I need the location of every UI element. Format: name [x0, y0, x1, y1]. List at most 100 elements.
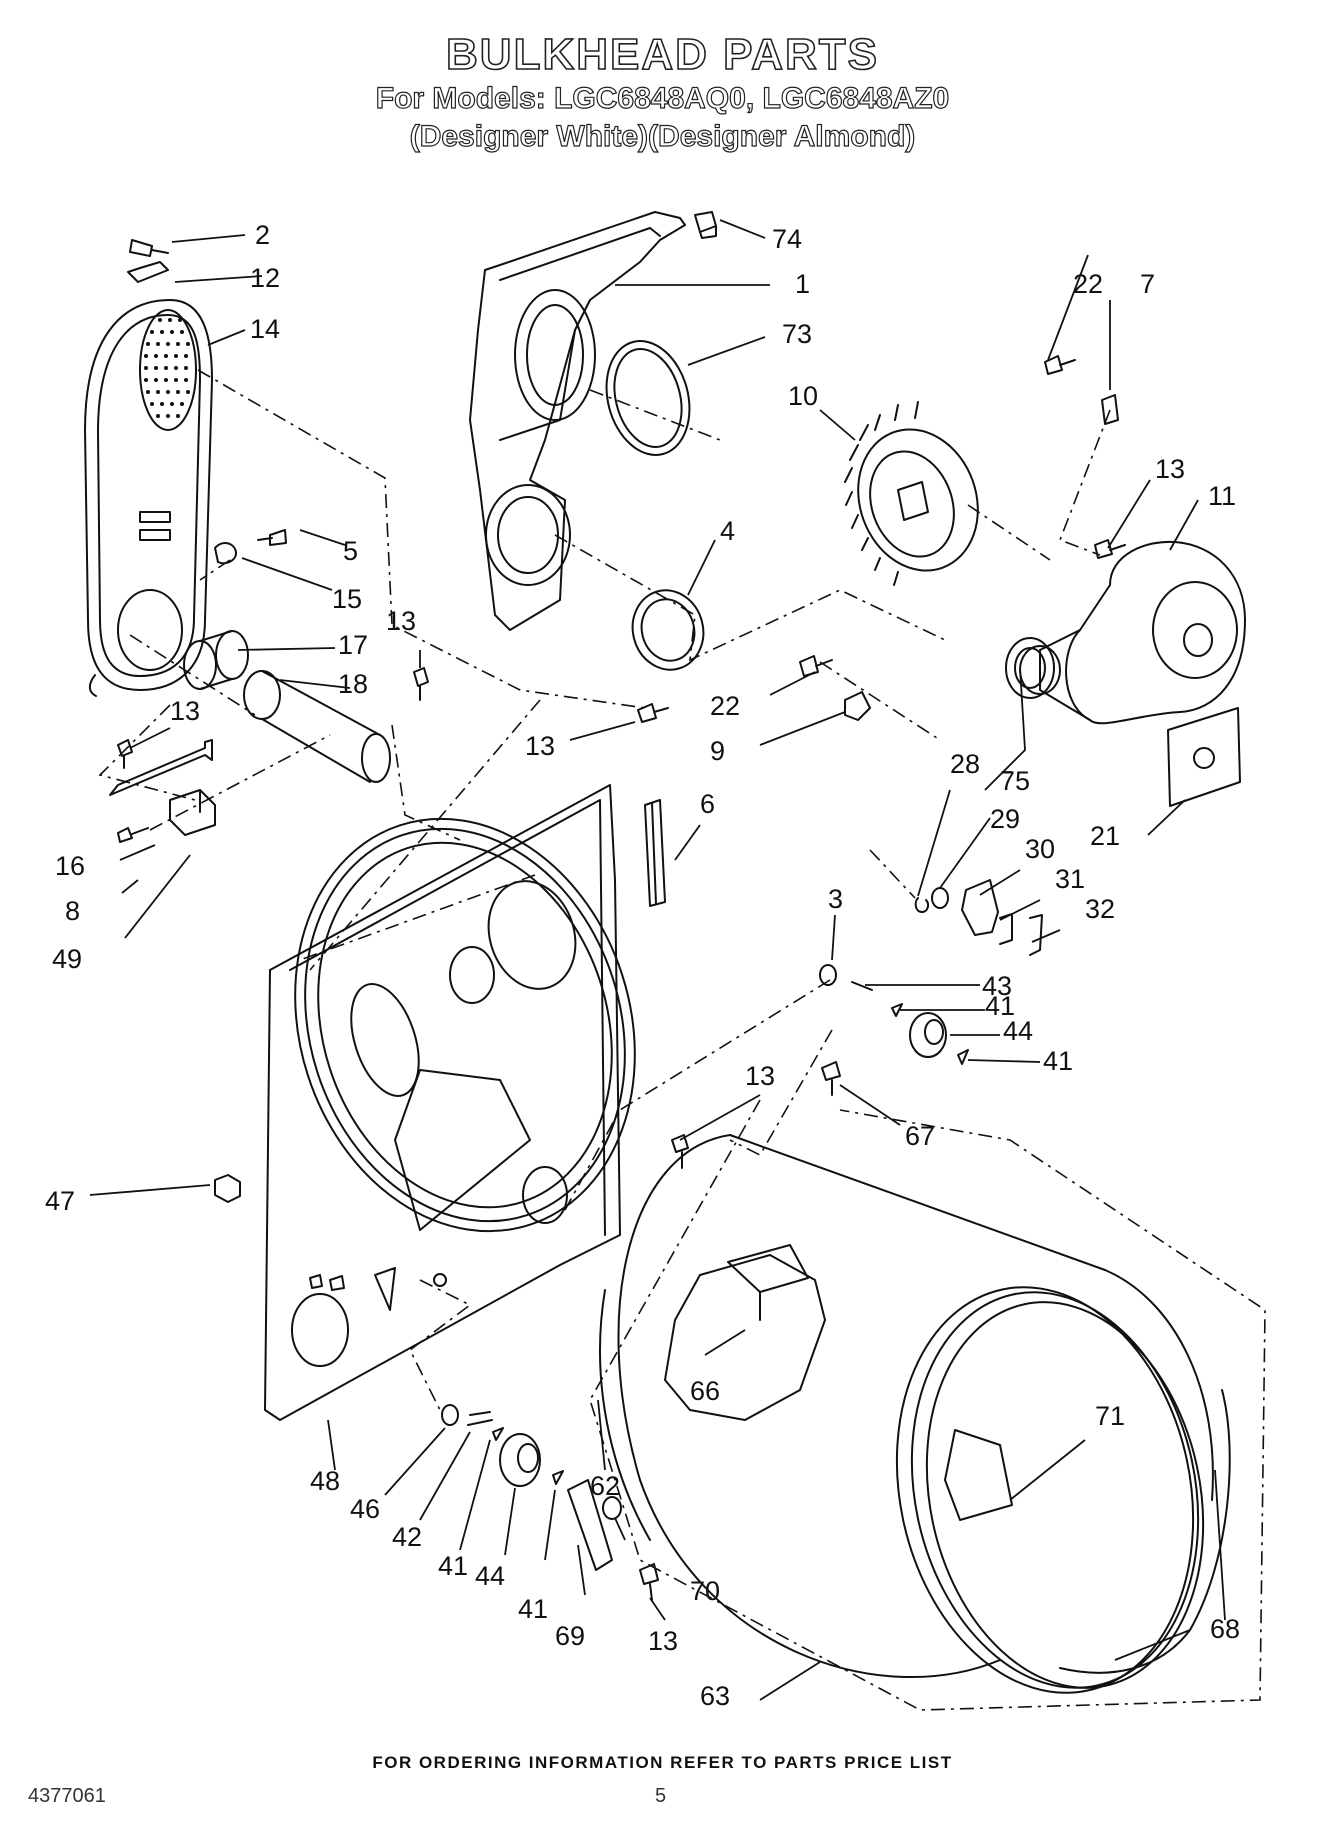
bearing-75: [1005, 637, 1055, 699]
callout-66: 62: [590, 1471, 620, 1501]
callout-41-b: 41: [1043, 1046, 1073, 1076]
clip-41-front-2: [552, 1470, 564, 1485]
lint-screen-mesh: [144, 318, 190, 418]
callout-3: 3: [828, 884, 843, 914]
screw-13-duct: [413, 667, 429, 701]
callout-9: 9: [710, 736, 725, 766]
bulkhead-duct-1: [469, 211, 686, 631]
clip-15: [214, 542, 238, 565]
duct-tube-17: [183, 630, 249, 690]
callout-29: 29: [990, 804, 1020, 834]
washer-46: [441, 1404, 459, 1426]
bushing-9: [844, 691, 871, 721]
screw-22-upper: [1044, 355, 1076, 375]
drum-67: [617, 1134, 1214, 1694]
callout-32: 32: [1085, 894, 1115, 924]
nut-47: [214, 1174, 241, 1203]
leader-arrows: [89, 219, 1226, 1701]
callout-labels: 2 12 14 5 15 17 18 13 13 16 8 49 13 74 1…: [45, 220, 1240, 1711]
cam-30: [961, 879, 999, 936]
baffle-71: [944, 1429, 1013, 1521]
screw-5: [257, 529, 287, 546]
washer-3: [819, 964, 837, 986]
assembly-lines: [98, 369, 1266, 1711]
colors-line: (Designer White)(Designer Almond): [409, 119, 916, 153]
clip-41-front: [492, 1427, 504, 1441]
spring-32: [1029, 914, 1043, 956]
callout-1: 1: [795, 269, 810, 299]
callout-13-a: 13: [386, 606, 416, 636]
roller-44: [499, 1433, 541, 1487]
screw-13-left: [117, 739, 133, 769]
clip-41-rear-2: [957, 1049, 969, 1065]
callout-21: 21: [1090, 821, 1120, 851]
callout-6: 6: [700, 789, 715, 819]
callout-68: 66: [690, 1376, 720, 1406]
screw-22-mid: [799, 655, 833, 677]
top-screw: [129, 239, 169, 257]
callout-18: 18: [338, 669, 368, 699]
page-number: 5: [655, 1785, 667, 1807]
callout-8: 8: [65, 896, 80, 926]
front-bulkhead-48: [264, 784, 636, 1421]
callout-49: 49: [52, 944, 82, 974]
blower-wheel-10: [844, 401, 979, 586]
thermal-fuse-21: [1167, 707, 1241, 807]
filter-clip: [127, 261, 169, 283]
callout-15: 15: [332, 584, 362, 614]
grommet-74: [694, 211, 717, 239]
models-line: For Models: LGC6848AQ0, LGC6848AZ0: [375, 81, 950, 115]
washer-29: [931, 887, 949, 909]
callout-10: 10: [788, 381, 818, 411]
callout-12: 12: [250, 263, 280, 293]
callout-43: 43: [982, 971, 1012, 1001]
callout-47: 47: [45, 1186, 75, 1216]
drum-seal-62: [1059, 1389, 1231, 1674]
callout-44-a: 44: [1003, 1016, 1033, 1046]
callout-13-e: 13: [745, 1061, 775, 1091]
callout-2: 2: [255, 220, 270, 250]
callout-22-a: 22: [1073, 269, 1103, 299]
page-title: BULKHEAD PARTS: [445, 29, 879, 80]
callout-17: 17: [338, 630, 368, 660]
callout-62: 68: [1210, 1614, 1240, 1644]
clip-7: [1101, 394, 1119, 425]
callout-42: 42: [392, 1522, 422, 1552]
drum-seal-66: [599, 1289, 651, 1541]
screw-13-front: [639, 1563, 659, 1601]
screw-8: [117, 827, 149, 843]
callout-13-b: 13: [170, 696, 200, 726]
callout-22-b: 22: [710, 691, 740, 721]
duct-gasket-73: [605, 340, 691, 456]
screw-13-center: [637, 703, 669, 723]
callout-46: 46: [350, 1494, 380, 1524]
shaft-42: [467, 1411, 493, 1426]
callout-41-d: 41: [518, 1594, 548, 1624]
axle-69: [567, 1479, 613, 1571]
shaft-43: [851, 981, 873, 991]
callout-11: 11: [1208, 481, 1236, 511]
callout-14: 14: [250, 314, 280, 344]
callout-70: 70: [690, 1576, 720, 1606]
callout-41-a: 41: [985, 991, 1015, 1021]
screw-13-drum: [671, 1134, 689, 1169]
blower-housing-11: [1019, 540, 1246, 725]
callout-30: 30: [1025, 834, 1055, 864]
callout-7: 7: [1140, 269, 1155, 299]
switch-49: [169, 789, 216, 836]
callout-75: 75: [1000, 766, 1030, 796]
screw-63: [821, 1061, 841, 1096]
clip-41-rear: [891, 1003, 903, 1017]
callout-5: 5: [343, 536, 358, 566]
callout-71: 71: [1095, 1401, 1125, 1431]
baffle-68: [664, 1254, 826, 1421]
ordering-note: FOR ORDERING INFORMATION REFER TO PARTS …: [372, 1753, 953, 1772]
callout-63: 67: [905, 1121, 935, 1151]
seal-ring-4: [631, 589, 705, 671]
callout-48: 48: [310, 1466, 340, 1496]
callout-67: 63: [700, 1681, 730, 1711]
washer-70: [602, 1496, 622, 1520]
spring-28: [914, 897, 930, 913]
callout-69: 69: [555, 1621, 585, 1651]
